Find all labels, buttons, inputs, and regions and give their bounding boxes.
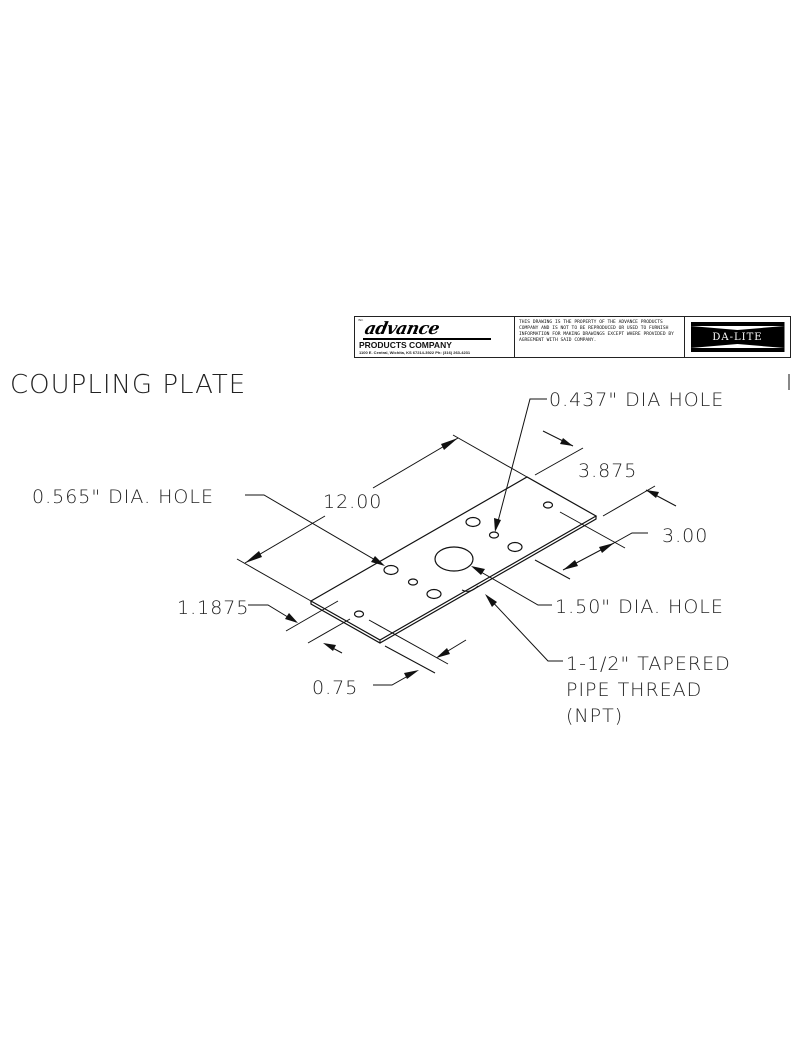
arrow-head (285, 613, 298, 623)
arrow-head (560, 438, 573, 446)
thread-boss (461, 585, 479, 592)
leader-line (486, 595, 563, 662)
callout-medium-hole-label: 0.565" DIA. HOLE (32, 486, 214, 508)
arrow-head (646, 490, 659, 498)
dim-length: 12.00 (236, 434, 528, 602)
arrow-head (404, 670, 419, 679)
arrow-head (599, 543, 614, 553)
logo-trademark: INC (358, 318, 364, 322)
callout-small-hole: 0.437" DIA HOLE (494, 389, 724, 532)
dim-edge-margin: 0.75 (312, 619, 467, 699)
ext-line (307, 618, 351, 644)
arrow-head (441, 438, 458, 450)
leader-line (495, 398, 547, 530)
dim-edge-offset-label: 1.1875 (177, 597, 249, 619)
callout-thread-line1: 1-1/2" TAPERED (566, 653, 731, 675)
leader-line (248, 604, 297, 623)
ext-line (534, 559, 571, 580)
hole-0437-d (542, 501, 554, 509)
drawing-title: COUPLING PLATE (10, 370, 246, 400)
hole-0565-b (426, 588, 442, 600)
arrow-head (494, 518, 501, 532)
brand-underline (363, 338, 491, 340)
leader-line (613, 532, 648, 544)
hole-0565-a (383, 564, 399, 576)
callout-thread-line2: PIPE THREAD (566, 679, 702, 701)
property-notice: THIS DRAWING IS THE PROPERTY OF THE ADVA… (515, 317, 685, 357)
arrow-head (471, 566, 485, 575)
callout-medium-hole: 0.565" DIA. HOLE (32, 486, 385, 566)
plate-thickness-edge (310, 516, 597, 644)
ext-line (236, 558, 312, 602)
dim-edge-offset: 1.1875 (177, 597, 351, 654)
company-address: 1100 E. Central, Wichita, KS 67214-3922 … (359, 350, 471, 355)
arrow-head (485, 594, 497, 607)
arrow-head (323, 643, 336, 651)
callout-thread-line3: (NPT) (566, 705, 623, 727)
company-name: PRODUCTS COMPANY (359, 340, 452, 350)
ext-line (559, 511, 626, 549)
ext-line (368, 619, 449, 665)
dalite-logo-text: DA-LITE (712, 331, 763, 343)
hole-0565-c (465, 516, 481, 528)
ext-line (534, 447, 584, 476)
dim-width: 3.875 (534, 430, 677, 517)
ext-line (602, 485, 656, 517)
partner-logo-block: DA-LITE (685, 317, 790, 357)
title-block: INC advance PRODUCTS COMPANY 1100 E. Cen… (354, 316, 791, 358)
dalite-logo: DA-LITE (690, 322, 785, 352)
hole-150 (434, 546, 474, 572)
arrow-head (371, 556, 385, 566)
arrow-head (245, 551, 262, 563)
callout-large-hole: 1.50" DIA. HOLE (471, 566, 724, 618)
coupling-plate (309, 476, 598, 644)
callout-large-hole-label: 1.50" DIA. HOLE (555, 596, 724, 618)
leader-line (473, 567, 552, 606)
arrow-head (563, 560, 578, 570)
hole-0437-a (407, 578, 419, 586)
arrow-head (436, 648, 450, 658)
hole-0437-b (353, 610, 365, 618)
callout-small-hole-label: 0.437" DIA HOLE (549, 389, 724, 411)
advance-logo-block: INC advance PRODUCTS COMPANY 1100 E. Cen… (355, 317, 515, 357)
dim-hole-spacing: 3.00 (534, 511, 708, 580)
dim-length-label: 12.00 (323, 491, 382, 513)
dim-width-label: 3.875 (578, 460, 637, 482)
callout-pipe-thread: 1-1/2" TAPERED PIPE THREAD (NPT) (485, 594, 731, 727)
leader-line (245, 494, 383, 565)
dim-hole-spacing-label: 3.00 (662, 525, 708, 547)
ext-line (452, 434, 528, 478)
dim-edge-margin-label: 0.75 (312, 677, 358, 699)
hole-0437-c (488, 531, 500, 539)
hole-0565-d (507, 541, 523, 553)
ext-line (384, 645, 436, 674)
ext-line (285, 600, 339, 632)
